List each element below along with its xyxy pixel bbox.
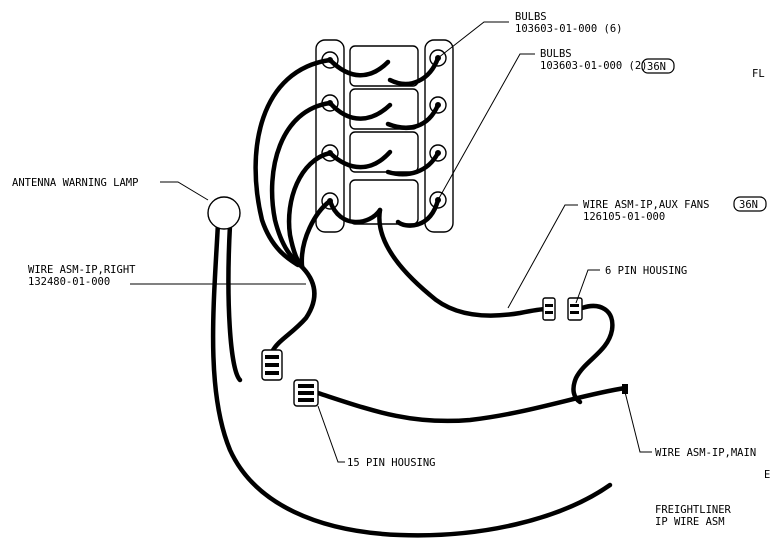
leader-lines <box>130 21 652 463</box>
corner-fl-label: FL <box>752 68 765 80</box>
wire-harness <box>210 55 628 538</box>
bulbs-label-1: BULBS <box>515 11 547 23</box>
fifteen-pin-label: 15 PIN HOUSING <box>347 457 436 469</box>
right-wire-label: WIRE ASM-IP,RIGHT <box>28 264 136 276</box>
fifteen-pin-connector <box>293 379 319 407</box>
aux-fans-label: WIRE ASM-IP,AUX FANS <box>583 199 709 211</box>
aux-fans-tag-box <box>733 196 767 212</box>
right-wire-part: 132480-01-000 <box>28 276 110 288</box>
six-pin-label: 6 PIN HOUSING <box>605 265 687 277</box>
antenna-lamp-label: ANTENNA WARNING LAMP <box>12 177 138 189</box>
aux-fans-part: 126105-01-000 <box>583 211 665 223</box>
left-socket-strip <box>315 39 345 233</box>
antenna-warning-lamp <box>207 196 241 230</box>
six-pin-connector <box>542 297 583 321</box>
edge-letter: E <box>764 469 770 481</box>
indicator-lens-4 <box>349 179 419 225</box>
main-wire-end <box>622 384 628 394</box>
bulbs-part-1: 103603-01-000 (6) <box>515 23 622 35</box>
bulbs-label-2: BULBS <box>540 48 572 60</box>
company-label: FREIGHTLINER <box>655 504 732 516</box>
bulbs-tag-box <box>641 58 675 74</box>
aux-fans-tag-text: 36N <box>739 199 758 211</box>
indicator-lens-3 <box>349 131 419 173</box>
right-wire-connector <box>261 349 283 381</box>
assembly-label: IP WIRE ASM <box>655 516 725 528</box>
bulbs-tag-text: 36N <box>647 61 666 73</box>
main-wire-label: WIRE ASM-IP,MAIN <box>655 447 756 459</box>
bulbs-part-2: 103603-01-000 (2) <box>540 60 647 72</box>
right-socket-strip <box>424 39 454 233</box>
